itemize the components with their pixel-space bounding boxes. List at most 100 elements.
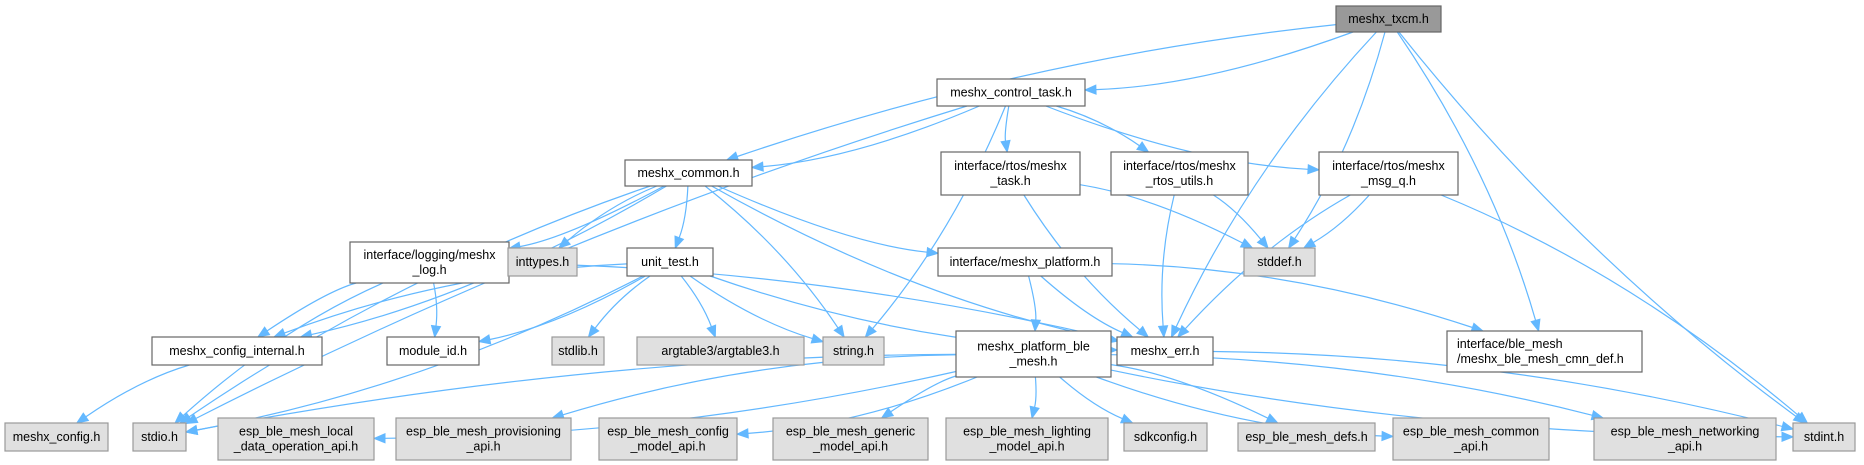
arrowhead-icon-msg_q-to-stddef xyxy=(1302,237,1317,249)
node-platform-ble[interactable]: meshx_platform_ble_mesh.h xyxy=(955,330,1112,378)
arrowhead-icon-control_task-to-string xyxy=(864,324,877,339)
node-networking: esp_ble_mesh_networking_api.h xyxy=(1593,417,1777,461)
node-label: _model_api.h xyxy=(629,440,705,454)
node-config-internal[interactable]: meshx_config_internal.h xyxy=(151,336,323,366)
node-box xyxy=(386,336,480,366)
node-box xyxy=(217,417,375,461)
edge-msg_q-to-stddef xyxy=(1313,194,1370,244)
node-module-id[interactable]: module_id.h xyxy=(386,336,480,366)
arrowhead-icon-unit_test-to-config_internal xyxy=(272,328,287,338)
node-msg-q[interactable]: interface/rtos/meshx_msg_q.h xyxy=(1318,151,1459,196)
node-label: _data_operation_api.h xyxy=(233,440,358,454)
edge-txcm-to-stdint xyxy=(1398,31,1797,417)
node-box xyxy=(4,422,109,452)
edge-control_task-to-rtos_task xyxy=(1004,105,1010,142)
edge-control_task-to-msg_q xyxy=(1045,105,1309,170)
arrowhead-icon-platform_ble-to-stdint xyxy=(1781,431,1795,443)
node-box xyxy=(507,247,578,277)
node-stdio: stdio.h xyxy=(132,422,187,452)
node-inttypes: inttypes.h xyxy=(507,247,578,277)
node-platform[interactable]: interface/meshx_platform.h xyxy=(937,247,1113,277)
edge-platform_ble-to-generic_model xyxy=(890,375,957,413)
node-label: _rtos_utils.h xyxy=(1145,174,1213,188)
arrowhead-icon-msg_q-to-stdint xyxy=(1795,411,1809,424)
arrowhead-icon-platform_ble-to-sdkconfig xyxy=(1119,413,1134,424)
edge-rtos_utils-to-err xyxy=(1161,194,1175,327)
edge-platform_ble-to-lighting_model xyxy=(1034,376,1037,408)
edge-platform_ble-to-provisioning xyxy=(562,354,957,416)
node-cmn-def[interactable]: interface/ble_mesh/meshx_ble_mesh_cmn_de… xyxy=(1446,330,1643,373)
edge-txcm-to-cmn_def xyxy=(1396,31,1537,321)
edge-rtos_task-to-stddef xyxy=(1079,184,1243,244)
node-box xyxy=(940,151,1081,196)
arrowhead-icon-msg_q-to-err xyxy=(1176,324,1190,338)
arrowhead-icon-rtos_utils-to-err xyxy=(1157,325,1169,339)
node-box xyxy=(551,336,605,366)
node-local-data: esp_ble_mesh_local_data_operation_api.h xyxy=(217,417,375,461)
node-label: _log.h xyxy=(411,263,446,277)
node-box xyxy=(1318,151,1459,196)
node-label: _task.h xyxy=(989,174,1030,188)
arrowhead-icon-txcm-to-control_task xyxy=(1083,84,1097,95)
arrowhead-icon-control_task-to-msg_q xyxy=(1307,164,1321,175)
node-box xyxy=(936,78,1086,107)
node-label: argtable3/argtable3.h xyxy=(661,344,779,358)
arrowhead-icon-platform_ble-to-config_model xyxy=(735,428,749,439)
edge-platform-to-cmn_def xyxy=(1111,263,1473,329)
arrowhead-icon-control_task-to-rtos_utils xyxy=(1136,141,1150,153)
node-label: interface/meshx_platform.h xyxy=(950,255,1101,269)
node-label: esp_ble_mesh_generic xyxy=(786,425,915,439)
node-label: stdlib.h xyxy=(558,344,598,358)
arrowhead-icon-unit_test-to-argtable3 xyxy=(706,324,717,339)
node-box xyxy=(1593,417,1777,461)
node-config-model: esp_ble_mesh_config_model_api.h xyxy=(598,417,738,461)
node-stddef: stddef.h xyxy=(1243,247,1316,277)
arrowhead-icon-platform_ble-to-generic_model xyxy=(880,407,895,419)
node-control-task[interactable]: meshx_control_task.h xyxy=(936,78,1086,107)
node-label: stddef.h xyxy=(1257,255,1302,269)
node-label: interface/logging/meshx xyxy=(363,248,496,262)
node-label: stdio.h xyxy=(141,430,178,444)
node-label: _api.h xyxy=(465,440,500,454)
edge-platform-to-err xyxy=(1040,275,1123,334)
node-err[interactable]: meshx_err.h xyxy=(1116,336,1214,366)
arrowhead-icon-txcm-to-err xyxy=(1170,324,1182,339)
node-box xyxy=(1123,422,1208,452)
node-config: meshx_config.h xyxy=(4,422,109,452)
edge-unit_test-to-argtable3 xyxy=(680,275,712,327)
node-unit-test[interactable]: unit_test.h xyxy=(626,247,714,277)
node-box xyxy=(1243,247,1316,277)
node-box xyxy=(395,417,572,461)
node-label: inttypes.h xyxy=(516,255,570,269)
node-txcm[interactable]: meshx_txcm.h xyxy=(1335,5,1442,33)
edge-control_task-to-string xyxy=(872,105,1007,329)
node-label: interface/rtos/meshx xyxy=(954,159,1067,173)
arrowhead-icon-control_task-to-rtos_task xyxy=(1000,139,1011,154)
node-label: esp_ble_mesh_local xyxy=(239,425,353,439)
arrowhead-icon-common-to-unit_test xyxy=(674,235,685,250)
node-common[interactable]: meshx_common.h xyxy=(624,159,753,187)
edge-common-to-string xyxy=(704,185,839,329)
node-rtos-task[interactable]: interface/rtos/meshx_task.h xyxy=(940,151,1081,196)
arrowhead-icon-unit_test-to-stdlib xyxy=(587,324,600,339)
edge-control_task-to-stdio xyxy=(195,105,968,420)
node-label: unit_test.h xyxy=(641,255,699,269)
arrowhead-icon-txcm-to-cmn_def xyxy=(1530,318,1541,333)
node-label: _api.h xyxy=(1667,440,1702,454)
arrowhead-icon-platform_ble-to-lighting_model xyxy=(1029,405,1040,420)
node-box xyxy=(1116,336,1214,366)
node-label: sdkconfig.h xyxy=(1134,430,1197,444)
node-box xyxy=(624,159,753,187)
arrowhead-icon-common-to-platform xyxy=(926,246,940,258)
node-label: esp_ble_mesh_provisioning xyxy=(406,425,561,439)
edge-txcm-to-err xyxy=(1175,31,1377,328)
node-log[interactable]: interface/logging/meshx_log.h xyxy=(349,241,510,284)
node-rtos-utils[interactable]: interface/rtos/meshx_rtos_utils.h xyxy=(1110,151,1249,196)
edge-unit_test-to-string xyxy=(689,275,813,340)
node-box xyxy=(636,336,805,366)
node-label: esp_ble_mesh_defs.h xyxy=(1245,430,1367,444)
arrowhead-icon-config_internal-to-config xyxy=(75,412,90,424)
edge-config_internal-to-config xyxy=(85,364,190,418)
node-label: esp_ble_mesh_networking xyxy=(1611,425,1760,439)
